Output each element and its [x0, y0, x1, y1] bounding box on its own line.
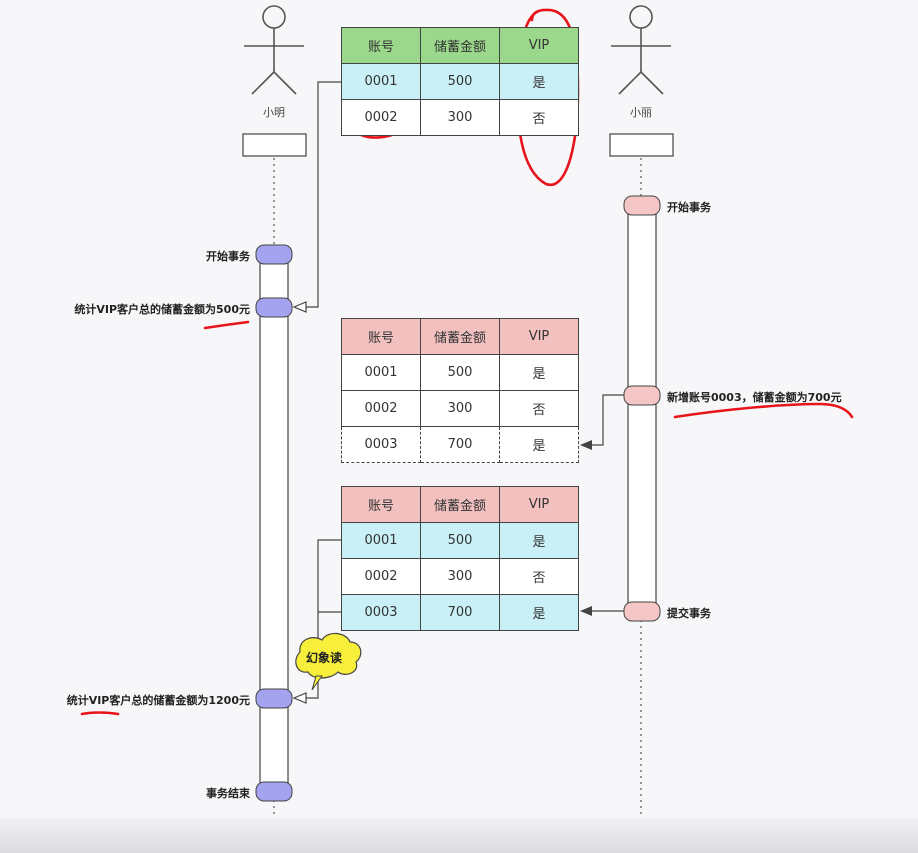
col-header-account: 账号 [341, 318, 421, 355]
cell-amount: 500 [420, 522, 500, 559]
event-pill-left-end [255, 781, 293, 802]
label-right-commit: 提交事务 [667, 607, 711, 620]
table-row: 0002 300 否 [341, 558, 579, 595]
cell-account: 0001 [341, 522, 421, 559]
cell-account: 0002 [341, 390, 421, 427]
cell-amount: 300 [420, 390, 500, 427]
label-left-end: 事务结束 [206, 787, 250, 800]
event-pill-right-insert [623, 385, 661, 406]
label-left-query1: 统计VIP客户总的储蓄金额为500元 [74, 303, 250, 316]
table-row: 0001 500 是 [341, 354, 579, 391]
activation-bar-right [627, 203, 657, 613]
arrow-table1-to-query1 [296, 81, 341, 308]
phantom-read-callout: 幻象读 [306, 651, 343, 665]
cell-account: 0001 [341, 63, 421, 100]
cell-vip: 是 [499, 522, 579, 559]
actor-box-left [242, 133, 307, 157]
col-header-amount: 储蓄金额 [420, 27, 500, 64]
actor-icon-right [611, 5, 671, 95]
arrow-insert-to-table2 [582, 394, 624, 446]
table-row-new: 0003 700 是 [341, 426, 579, 463]
bottom-shadow-bar [0, 818, 918, 853]
col-header-vip: VIP [499, 318, 579, 355]
cell-vip: 否 [499, 99, 579, 136]
phantom-read-callout-shape [295, 632, 362, 691]
event-pill-left-query2 [255, 688, 293, 709]
table-row: 0002 300 否 [341, 390, 579, 427]
table-row: 0001 500 是 [341, 63, 579, 100]
activation-bar-left [259, 253, 289, 793]
col-header-account: 账号 [341, 27, 421, 64]
cell-vip: 是 [499, 426, 579, 463]
cell-vip: 否 [499, 558, 579, 595]
actor-icon-left [244, 5, 304, 95]
table-initial: 账号 储蓄金额 VIP 0001 500 是 0002 300 否 [341, 27, 579, 136]
cell-amount: 700 [420, 426, 500, 463]
cell-account: 0002 [341, 99, 421, 136]
event-pill-right-start [623, 195, 661, 216]
table-row: 0001 500 是 [341, 522, 579, 559]
cell-vip: 是 [499, 354, 579, 391]
event-pill-left-start [255, 244, 293, 265]
table-row: 0002 300 否 [341, 99, 579, 136]
cell-vip: 否 [499, 390, 579, 427]
col-header-vip: VIP [499, 27, 579, 64]
event-pill-right-commit [623, 601, 661, 622]
col-header-amount: 储蓄金额 [420, 486, 500, 523]
actor-name-right: 小丽 [630, 106, 652, 119]
label-right-insert: 新增账号0003，储蓄金额为700元 [667, 391, 842, 404]
col-header-amount: 储蓄金额 [420, 318, 500, 355]
table-after-insert: 账号 储蓄金额 VIP 0001 500 是 0002 300 否 0003 7… [341, 318, 579, 463]
cell-account: 0003 [341, 594, 421, 631]
event-pill-left-query1 [255, 297, 293, 318]
arrow-table3-to-query2 [296, 539, 341, 699]
cell-amount: 300 [420, 99, 500, 136]
cell-account: 0003 [341, 426, 421, 463]
cell-account: 0002 [341, 558, 421, 595]
col-header-account: 账号 [341, 486, 421, 523]
table-after-commit: 账号 储蓄金额 VIP 0001 500 是 0002 300 否 0003 7… [341, 486, 579, 631]
label-left-start: 开始事务 [206, 250, 250, 263]
cell-amount: 700 [420, 594, 500, 631]
table-row: 0003 700 是 [341, 594, 579, 631]
cell-vip: 是 [499, 594, 579, 631]
actor-box-right [609, 133, 674, 157]
cell-amount: 500 [420, 354, 500, 391]
col-header-vip: VIP [499, 486, 579, 523]
cell-vip: 是 [499, 63, 579, 100]
cell-amount: 300 [420, 558, 500, 595]
cell-amount: 500 [420, 63, 500, 100]
label-left-query2: 统计VIP客户总的储蓄金额为1200元 [66, 694, 250, 707]
actor-name-left: 小明 [263, 106, 285, 119]
cell-account: 0001 [341, 354, 421, 391]
label-right-start: 开始事务 [667, 201, 711, 214]
